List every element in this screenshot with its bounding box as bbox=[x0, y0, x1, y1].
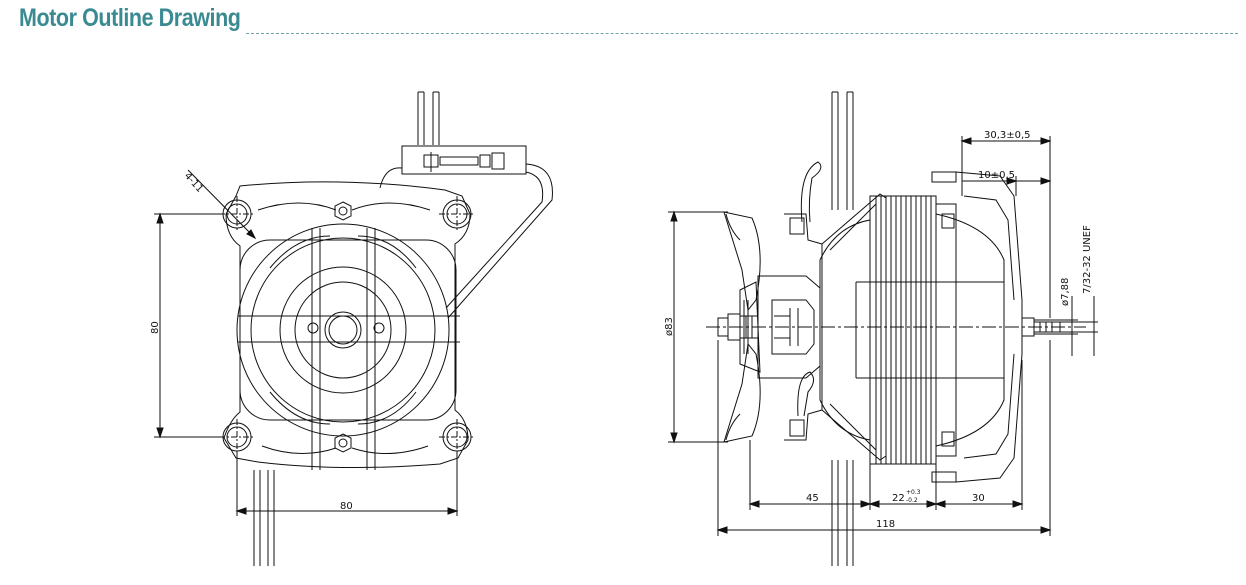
front-housing bbox=[223, 181, 471, 470]
side-dim-total-label: 118 bbox=[876, 519, 895, 530]
front-mounting-holes bbox=[219, 196, 475, 455]
side-dim-top-lines bbox=[960, 136, 1052, 318]
side-diameter-label: ø83 bbox=[664, 317, 675, 336]
side-dim-bottom-1-label: 45 bbox=[806, 493, 819, 504]
side-windings bbox=[819, 203, 1005, 457]
page-title: Motor Outline Drawing bbox=[19, 4, 241, 32]
front-dim-height-lines bbox=[154, 212, 222, 439]
front-height-label: 80 bbox=[150, 321, 161, 334]
side-view bbox=[668, 91, 1098, 566]
front-hole-leader bbox=[187, 169, 257, 240]
side-dim-diameter-lines bbox=[668, 210, 728, 444]
front-dim-width-lines bbox=[235, 452, 459, 516]
side-dim-bottom-lines bbox=[716, 340, 1052, 536]
hole-callout-label: 4-11 bbox=[182, 171, 205, 195]
front-top-lead-wires bbox=[417, 91, 440, 145]
side-shaft-diameter-label: ø7,88 bbox=[1060, 278, 1071, 306]
page-header: Motor Outline Drawing bbox=[0, 0, 1246, 44]
front-view bbox=[154, 91, 553, 566]
title-dotted-rule bbox=[246, 33, 1238, 34]
side-dim-top-1-label: 30,3±0,5 bbox=[984, 130, 1031, 141]
side-dim-bottom-2-upper-tol: +0.3 bbox=[906, 489, 921, 496]
front-terminal-block bbox=[401, 145, 527, 175]
side-front-bracket bbox=[784, 193, 887, 461]
side-dim-bottom-3-label: 30 bbox=[972, 493, 985, 504]
side-dim-shaft-lines bbox=[1034, 296, 1098, 356]
front-width-label: 80 bbox=[340, 501, 353, 512]
side-dim-bottom-2-label: 22 bbox=[892, 493, 905, 504]
side-dim-top-2-label: 10±0,5 bbox=[978, 170, 1015, 181]
side-lead-wires bbox=[831, 91, 854, 566]
front-bottom-lead-wires bbox=[253, 470, 275, 566]
side-dim-bottom-2-lower-tol: -0.2 bbox=[906, 497, 918, 504]
side-thread-label: 7/32-32 UNEF bbox=[1082, 225, 1093, 294]
side-stator-core bbox=[869, 195, 937, 465]
